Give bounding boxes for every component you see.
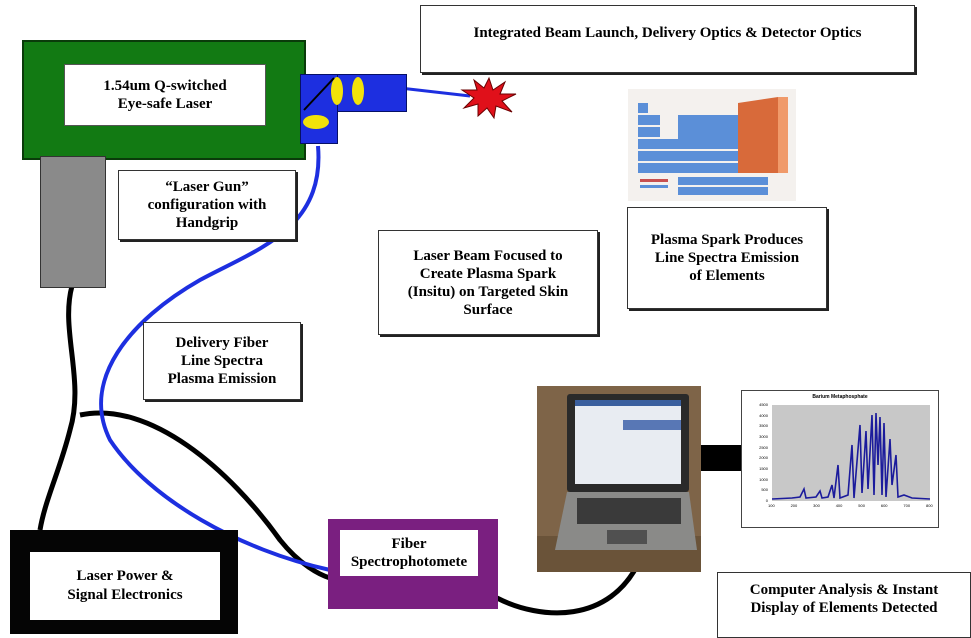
callout-computer: Computer Analysis & Instant Display of E… — [717, 572, 971, 638]
y-tick-label: 4000 — [759, 412, 768, 418]
x-tick-label: 700 — [903, 503, 911, 508]
chart-title: Barium Metaphosphate — [812, 394, 868, 400]
laser-label: 1.54um Q-switched Eye-safe Laser — [64, 64, 266, 126]
y-tick-label: 4500 — [759, 402, 768, 407]
y-tick-label: 1000 — [759, 476, 768, 482]
y-tick-label: 3500 — [759, 423, 768, 429]
y-tick-label: 2000 — [759, 455, 768, 461]
spectrum-series-line — [772, 412, 930, 500]
callout-laser-gun: “Laser Gun” configuration with Handgrip — [118, 170, 296, 240]
power-label: Laser Power & Signal Electronics — [30, 552, 220, 620]
detector-lens — [303, 115, 329, 129]
y-tick-label: 3000 — [759, 434, 768, 439]
callout-delivery-fiber: Delivery Fiber Line Spectra Plasma Emiss… — [143, 322, 301, 400]
x-tick-label: 600 — [880, 503, 888, 508]
plasma-spark-icon — [460, 76, 517, 120]
x-tick-label: 300 — [813, 503, 820, 508]
spectrophotometer-label: Fiber Spectrophotomete — [340, 530, 478, 576]
beam-splitter — [303, 77, 335, 111]
y-tick-label: 1500 — [759, 466, 768, 471]
lens-1 — [331, 77, 343, 105]
chart-y-ticks: 4500 4000 3500 3000 2500 2000 1500 1000 500 0 — [744, 402, 768, 503]
data-cable — [495, 558, 643, 616]
fiber-spectrophotometer: Fiber Spectrophotomete — [328, 519, 498, 609]
periodic-table-image — [628, 89, 796, 201]
x-tick-label: 100 — [768, 503, 775, 508]
laser-handgrip — [40, 156, 106, 288]
spectrum-plot — [772, 405, 930, 501]
y-tick-label: 0 — [765, 498, 768, 503]
y-tick-label: 2500 — [759, 444, 768, 450]
lens-2 — [352, 77, 364, 105]
y-tick-label: 500 — [761, 487, 768, 493]
laptop-image — [537, 386, 701, 572]
callout-optics: Integrated Beam Launch, Delivery Optics … — [420, 5, 915, 73]
power-electronics-unit: Laser Power & Signal Electronics — [10, 530, 238, 634]
x-tick-label: 800 — [926, 503, 933, 508]
callout-beam-focus: Laser Beam Focused to Create Plasma Spar… — [378, 230, 598, 335]
callout-plasma-spark: Plasma Spark Produces Line Spectra Emiss… — [627, 207, 827, 309]
laser-unit: 1.54um Q-switched Eye-safe Laser — [22, 40, 306, 160]
signal-cable — [79, 410, 331, 581]
x-tick-label: 500 — [858, 503, 865, 508]
laser-beam — [399, 86, 471, 98]
power-cable — [37, 285, 78, 531]
chart-x-ticks: 100 200 300 400 500 600 700 800 — [768, 503, 933, 513]
x-tick-label: 200 — [790, 503, 798, 508]
x-tick-label: 400 — [835, 503, 843, 508]
